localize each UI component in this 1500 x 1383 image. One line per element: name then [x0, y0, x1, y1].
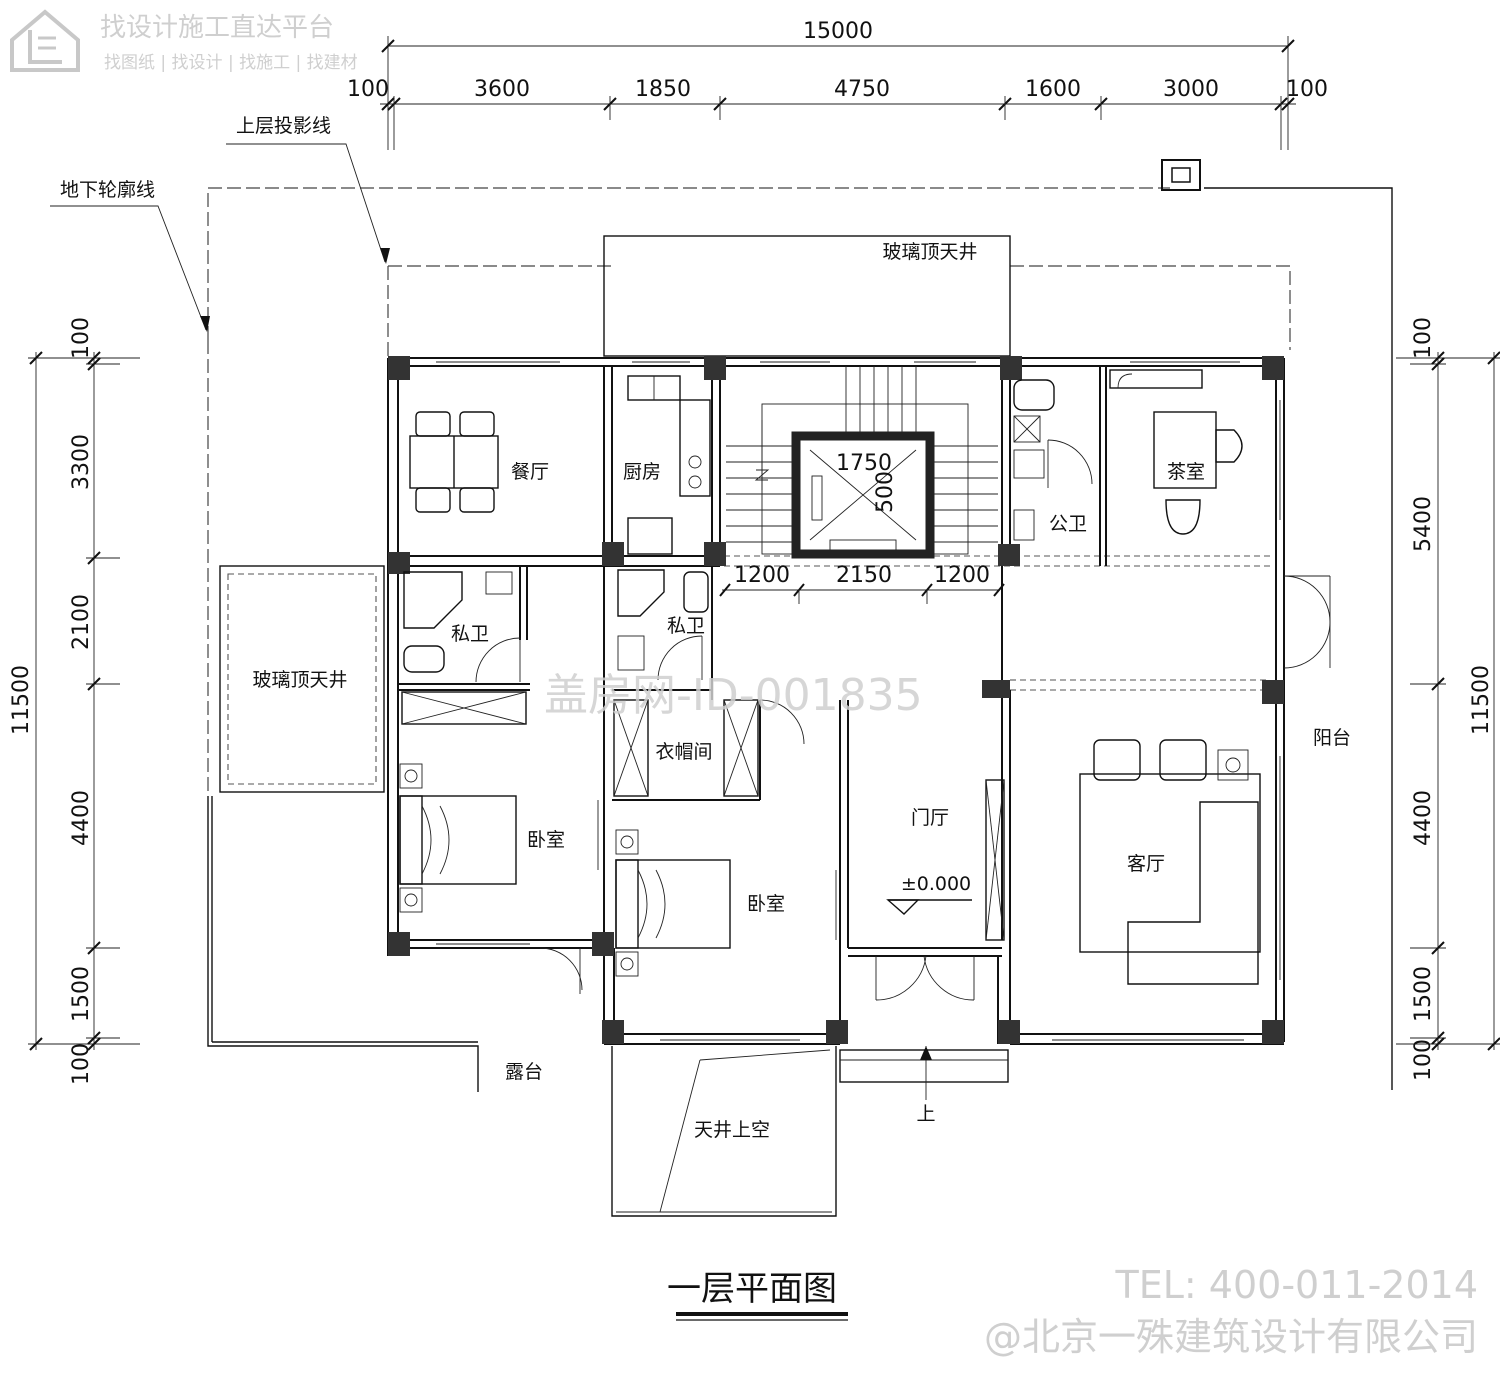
dim-left-seg: 2100: [69, 594, 94, 650]
private-wc-2-label: 私卫: [667, 615, 705, 637]
foyer-fixtures: [875, 779, 1005, 1001]
living-room-furniture: [1079, 739, 1261, 985]
skylight-left: [219, 565, 385, 793]
up-label: 上: [916, 1103, 935, 1125]
dim-left-seg: 100: [69, 1043, 94, 1085]
kitchen-label: 厨房: [623, 461, 661, 483]
balcony-doors: [1283, 575, 1331, 669]
cloakroom-label: 衣帽间: [655, 741, 712, 763]
dim-top-total: 15000: [803, 19, 873, 44]
dim-right-seg: 1500: [1411, 966, 1436, 1022]
right-dimension-lines: [1396, 351, 1500, 1051]
house-logo-icon: [10, 9, 80, 72]
dim-top-seg: 1850: [635, 77, 691, 102]
dim-right-seg: 5400: [1411, 496, 1436, 552]
footer-tel: TEL: 400-011-2014: [1115, 1263, 1478, 1307]
balcony-label: 阳台: [1313, 727, 1351, 749]
top-dimension-lines: [380, 36, 1296, 150]
bedroom-1-label: 卧室: [527, 829, 565, 851]
courtyard-void-label: 天井上空: [694, 1119, 770, 1141]
skylight-left-label: 玻璃顶天井: [252, 669, 347, 691]
stair-dim: 1200: [934, 563, 990, 588]
kitchen-counter-icon: [627, 375, 711, 555]
chimney-icon: [1161, 159, 1201, 191]
interior-walls: [398, 366, 1107, 1044]
dim-left-seg: 3300: [69, 434, 94, 490]
public-wc-label: 公卫: [1049, 513, 1087, 535]
staircase-icon: [726, 366, 998, 555]
basement-outline: [207, 187, 1393, 1090]
dim-right-total: 11500: [1469, 665, 1494, 735]
cloakroom-wardrobes: [401, 691, 805, 797]
brand-subline: 找图纸 | 找设计 | 找施工 | 找建材: [104, 53, 358, 73]
left-dimension-lines: [28, 351, 140, 1051]
dim-top-seg: 100: [1286, 77, 1328, 102]
entry-steps: [839, 1046, 1009, 1100]
dim-top-seg: 100: [347, 77, 389, 102]
terrace-label: 露台: [505, 1061, 543, 1083]
exterior-walls: [387, 357, 1285, 1045]
footer-company: @北京一殊建筑设计有限公司: [984, 1315, 1478, 1359]
dim-left-total: 11500: [9, 665, 34, 735]
structural-columns: [388, 356, 1284, 1044]
dining-table-icon: [409, 411, 499, 513]
elevator-shaft-icon: [791, 431, 935, 559]
elevator-width-dim: 1750: [836, 451, 892, 476]
tea-room-label: 茶室: [1167, 461, 1205, 483]
private-wc-1-label: 私卫: [451, 623, 489, 645]
basement-outline-label: 地下轮廓线: [60, 179, 155, 201]
dim-right-seg: 100: [1411, 1039, 1436, 1081]
dining-label: 餐厅: [511, 461, 549, 483]
public-wc-fixtures: [1013, 379, 1093, 541]
dim-left-seg: 1500: [69, 966, 94, 1022]
bedroom-2-label: 卧室: [747, 893, 785, 915]
brand-line: 找设计施工直达平台: [100, 13, 334, 43]
bed-2-icon: [615, 829, 731, 977]
elevator-depth-dim: 500: [873, 471, 898, 513]
dim-left-seg: 100: [69, 317, 94, 359]
skylight-top: [603, 235, 1011, 357]
dim-top-seg: 3000: [1163, 77, 1219, 102]
drawing-title: 一层平面图: [667, 1269, 837, 1309]
watermark: 盖房网-ID-001835: [544, 670, 923, 721]
dim-right-seg: 4400: [1411, 790, 1436, 846]
level-mark: ±0.000: [901, 873, 971, 895]
windows-top: [436, 361, 1281, 1041]
annotation-leaders: [50, 143, 390, 332]
stair-dimension-line: [719, 583, 1005, 604]
dim-right-seg: 100: [1411, 317, 1436, 359]
private-wc-2-fixtures: [617, 569, 709, 681]
tea-room-furniture: [1109, 369, 1243, 535]
private-wc-1-fixtures: [403, 571, 521, 683]
bed-1-icon: [399, 763, 583, 994]
dim-top-seg: 1600: [1025, 77, 1081, 102]
stair-dim: 2150: [836, 563, 892, 588]
terrace-outline: [207, 796, 479, 1092]
foyer-label: 门厅: [911, 807, 949, 829]
living-label: 客厅: [1127, 853, 1165, 875]
dim-top-seg: 4750: [834, 77, 890, 102]
courtyard-void: [611, 1046, 837, 1217]
dim-top-seg: 3600: [474, 77, 530, 102]
dim-left-seg: 4400: [69, 790, 94, 846]
stair-dim: 1200: [734, 563, 790, 588]
upper-projection-label: 上层投影线: [236, 115, 331, 137]
skylight-top-label: 玻璃顶天井: [882, 241, 977, 263]
